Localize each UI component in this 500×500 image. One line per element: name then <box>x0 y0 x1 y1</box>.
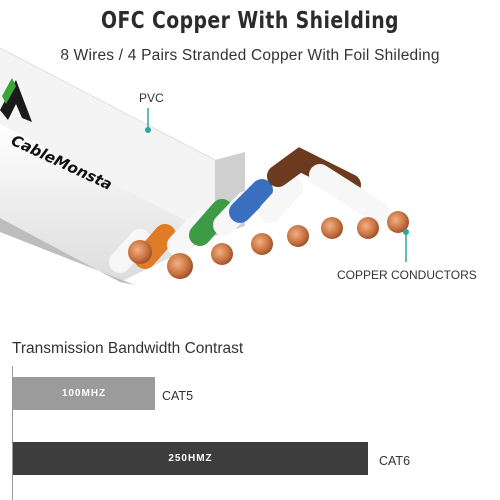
bandwidth-bar-cat6: 250HMZ <box>13 442 368 475</box>
pvc-jacket <box>0 42 245 285</box>
bandwidth-title: Transmission Bandwidth Contrast <box>12 340 244 357</box>
wire-brown-pair <box>259 147 389 223</box>
bandwidth-bar-cat6-label: CAT6 <box>379 454 411 468</box>
bandwidth-bar-cat6-value: 250HMZ <box>168 453 213 464</box>
bandwidth-bar-cat5-value: 100MHZ <box>61 388 107 399</box>
cable-illustration: CableMonsta <box>0 42 409 285</box>
wire-blue-pair <box>213 179 273 236</box>
pvc-callout <box>145 108 151 133</box>
copper-conductors-label: COPPER CONDUCTORS <box>337 268 477 282</box>
copper-conductors <box>128 211 409 279</box>
page-subtitle: 8 Wires / 4 Pairs Stranded Copper With F… <box>60 47 440 64</box>
bandwidth-bar-cat5: 100MHZ <box>13 377 155 410</box>
page-title: OFC Copper With Shielding <box>101 8 399 34</box>
copper-callout <box>403 229 409 262</box>
pvc-label: PVC <box>139 91 164 105</box>
bandwidth-axis <box>12 366 13 500</box>
bandwidth-bar-cat5-label: CAT5 <box>162 389 194 403</box>
wire-green-pair <box>167 199 233 256</box>
